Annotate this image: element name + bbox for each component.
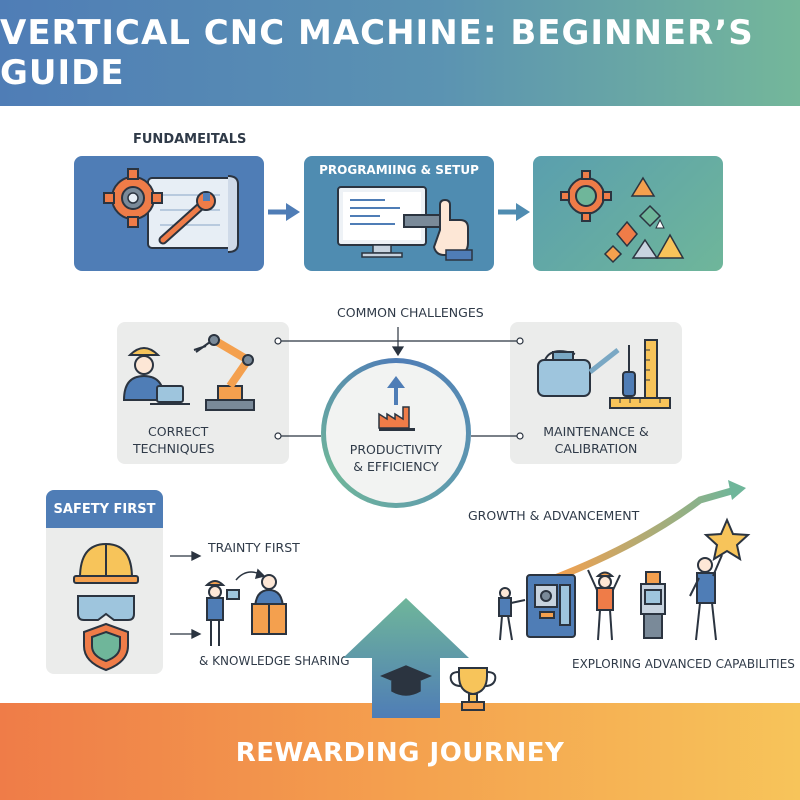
arrow-right-icon [170, 628, 202, 640]
footer-banner [0, 703, 800, 800]
graduation-cap-icon [380, 665, 432, 696]
page-title: VERTICAL CNC MACHINE: BEGINNER’S GUIDE [0, 13, 754, 93]
hard-hat-icon [73, 542, 139, 584]
productivity-line2: & EFFICIENCY [353, 459, 439, 474]
cheering-worker-icon [587, 569, 621, 641]
exploring-capabilities-label: EXPLORING ADVANCED CAPABILITIES [572, 657, 795, 671]
common-challenges-label: COMMON CHALLENGES [337, 305, 484, 320]
header-banner [0, 0, 800, 106]
safety-first-header: SAFETY FIRST [46, 490, 163, 528]
operator-icon [498, 587, 526, 641]
reading-student-icon [251, 574, 287, 635]
big-up-arrow-icon [343, 598, 469, 718]
productivity-line1: PRODUCTIVITY [349, 442, 443, 457]
knowledge-sharing-label: & KNOWLEDGE SHARING [199, 654, 350, 668]
gear-icon [560, 170, 612, 222]
correct-techniques-line1: CORRECT [148, 424, 209, 439]
maintenance-line2: CALIBRATION [554, 441, 638, 456]
oil-can-icon [537, 348, 620, 397]
footer-title: REWARDING JOURNEY [235, 738, 565, 768]
growth-arrow-icon [553, 480, 746, 582]
programming-setup-label: PROGRAMIING & SETUP [319, 163, 479, 177]
hand-pointer-icon [403, 198, 473, 261]
gear-icon [103, 168, 163, 228]
star-icon [703, 517, 751, 562]
correct-techniques-line2: TECHNIQUES [133, 441, 215, 456]
productivity-label: PRODUCTIVITY & EFFICIENCY [332, 441, 460, 475]
reaching-worker-icon [689, 554, 723, 641]
exchange-arrow-icon [235, 568, 266, 581]
trainty-first-label: TRAINTY FIRST [208, 540, 300, 555]
screwdriver-icon [622, 345, 636, 397]
maintenance-line1: MAINTENANCE & [543, 424, 649, 439]
arrow-right-icon [268, 203, 300, 221]
robot-icon [640, 571, 666, 639]
factory-icon [378, 376, 415, 431]
safety-goggles-icon [77, 595, 135, 621]
fundamentals-label: FUNDAMEITALS [133, 132, 247, 147]
shield-icon [83, 622, 129, 672]
correct-techniques-label: CORRECT TECHNIQUES [133, 423, 243, 457]
cnc-machine-icon [526, 574, 576, 638]
robot-arm-icon [193, 334, 255, 411]
growth-advancement-label: GROWTH & ADVANCEMENT [468, 508, 640, 523]
trainer-icon [204, 580, 240, 646]
arrow-right-icon [170, 550, 202, 562]
machining-parts-card [533, 156, 723, 271]
connector-lines [274, 327, 524, 440]
wrench-icon [158, 191, 216, 245]
trophy-icon [449, 667, 497, 711]
geometric-shapes-icon [603, 176, 685, 264]
maintenance-label: MAINTENANCE & CALIBRATION [520, 423, 672, 457]
ruler-icon [609, 339, 671, 409]
worker-icon [122, 347, 190, 405]
arrow-right-icon [498, 203, 530, 221]
